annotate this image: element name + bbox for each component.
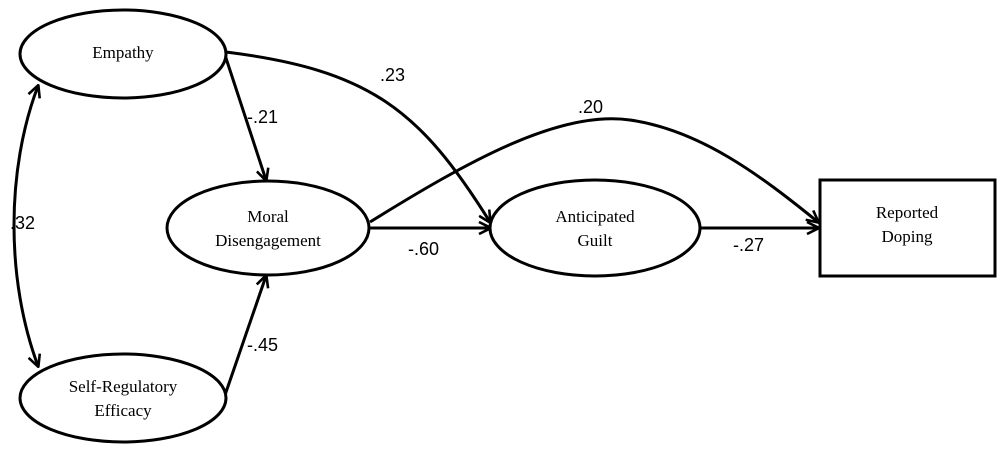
edge-empathy-to-moral-disengagement [222, 51, 266, 180]
coef-moral-disengagement-to-reported-doping: .20 [578, 97, 603, 117]
node-anticipated-guilt-label-line2: Guilt [578, 231, 613, 250]
coef-anticipated-guilt-to-reported-doping: -.27 [733, 235, 764, 255]
node-moral-disengagement-label-line2: Disengagement [215, 231, 321, 250]
edge-moral-disengagement-to-reported-doping [369, 117, 818, 222]
node-self-regulatory-efficacy [18, 352, 228, 444]
node-moral-disengagement [165, 179, 371, 277]
node-reported-doping-label-line1: Reported [876, 203, 939, 222]
node-moral-disengagement-label-line1: Moral [247, 207, 289, 226]
node-self-regulatory-efficacy-label-line1: Self-Regulatory [69, 377, 178, 396]
coef-moral-disengagement-to-anticipated-guilt: -.60 [408, 239, 439, 259]
coef-empathy-to-moral-disengagement: -.21 [247, 107, 278, 127]
edge-self-regulatory-to-moral-disengagement [222, 276, 266, 399]
node-anticipated-guilt-label-line1: Anticipated [555, 207, 635, 226]
edge-empathy-to-anticipated-guilt [225, 50, 490, 222]
coef-empathy-with-self-regulatory-efficacy: .32 [10, 213, 35, 233]
node-anticipated-guilt [488, 178, 702, 278]
node-empathy [18, 8, 228, 100]
coef-empathy-to-anticipated-guilt: .23 [380, 65, 405, 85]
node-empathy-label: Empathy [92, 43, 154, 62]
coef-self-regulatory-to-moral-disengagement: -.45 [247, 335, 278, 355]
node-reported-doping-label-line2: Doping [882, 227, 934, 246]
edge-empathy-self-regulatory-correlation [12, 86, 38, 366]
node-reported-doping [818, 178, 997, 278]
node-self-regulatory-efficacy-label-line2: Efficacy [94, 401, 152, 420]
